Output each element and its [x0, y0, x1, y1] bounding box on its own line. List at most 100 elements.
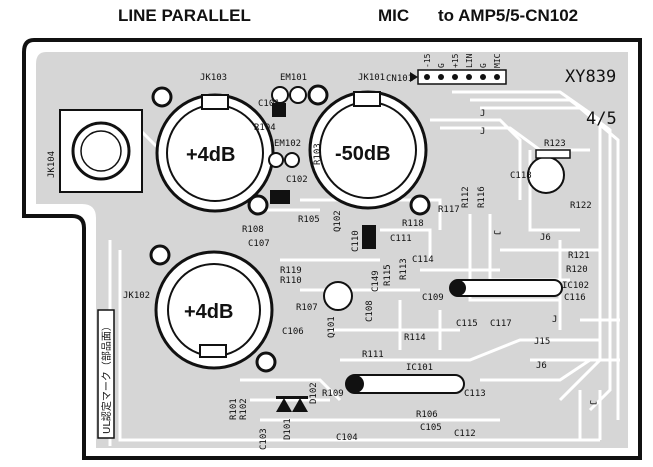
c117-label: C117 — [490, 319, 512, 329]
diode-d102 — [292, 396, 308, 412]
c106-label: C106 — [282, 327, 304, 337]
r117-label: R117 — [438, 205, 460, 215]
r101-label: R101 — [229, 398, 239, 420]
r118-label: R118 — [402, 219, 424, 229]
r123-body — [535, 149, 571, 159]
q101-body — [323, 281, 353, 311]
header-to-amp: to AMP5/5-CN102 — [438, 6, 579, 25]
r108-label: R108 — [242, 225, 264, 235]
c116-label: C116 — [564, 293, 586, 303]
r123-label: R123 — [544, 139, 566, 149]
em101-label: EM101 — [280, 73, 307, 83]
capacitor-labels: C101 C102 C103 C104 C105 C106 C107 C108 … — [248, 99, 586, 450]
jumper-label: J15 — [534, 337, 550, 347]
jumper-labels: J J J J J6 J6 J15 J — [480, 109, 597, 405]
r107-label: R107 — [296, 303, 318, 313]
connector-pin1-marker — [410, 72, 418, 82]
c113-label: C113 — [464, 389, 486, 399]
connector-pin-labels: -15 G +15 LIN G MIC — [423, 53, 502, 68]
pin-label: +15 — [451, 53, 460, 68]
header-line-parallel: LINE PARALLEL — [118, 6, 251, 25]
jk101-gain: -50dB — [335, 143, 391, 165]
r119-label: R119 — [280, 266, 302, 276]
jumper-label: J — [480, 127, 485, 137]
connector-cn101 — [417, 69, 507, 85]
r112-label: R112 — [461, 186, 471, 208]
c105-label: C105 — [420, 423, 442, 433]
d101-label: D101 — [283, 418, 293, 440]
jack-jk102 — [149, 244, 277, 373]
ul-marking: UL認定マーク（部品面） — [100, 321, 113, 434]
pin-label: G — [437, 63, 446, 68]
jumper-label: J6 — [536, 361, 547, 371]
r103-label: R103 — [313, 143, 323, 165]
c112-label: C112 — [454, 429, 476, 439]
d102-label: D102 — [309, 382, 319, 404]
em102-label: EM102 — [274, 139, 301, 149]
ic101-label: IC101 — [406, 363, 433, 373]
em102-block — [268, 152, 300, 168]
jack-jk101 — [307, 84, 431, 216]
jk103-gain: +4dB — [186, 144, 235, 166]
c108-label: C108 — [365, 300, 375, 322]
c118-label: C118 — [510, 171, 532, 181]
r105-label: R105 — [298, 215, 320, 225]
q102-body — [362, 225, 376, 249]
jumper-label: J6 — [540, 233, 551, 243]
diode-d101 — [276, 396, 292, 412]
ic101 — [345, 374, 465, 394]
jumper-label: J — [480, 109, 485, 119]
r114-label: R114 — [404, 333, 426, 343]
c101-label: C101 — [258, 99, 280, 109]
r102-label: R102 — [239, 398, 249, 420]
jumper-label: J — [552, 315, 557, 325]
pin-label: -15 — [423, 53, 432, 68]
jk103-ref: JK103 — [200, 73, 227, 83]
board-id: XY839 — [565, 67, 616, 87]
q101-label: Q101 — [327, 316, 337, 338]
r116-label: R116 — [477, 186, 487, 208]
ul-marking-box — [97, 309, 115, 439]
jk102-ref: JK102 — [123, 291, 150, 301]
r106-label: R106 — [416, 410, 438, 420]
connector-ref: CN101 — [386, 74, 413, 84]
r115-label: R115 — [383, 264, 393, 286]
c149-label: C149 — [371, 270, 381, 292]
connector-pins — [424, 74, 500, 80]
resistor-labels: R101 R102 R103 R104 R105 R106 R107 R108 … — [229, 123, 592, 420]
c111-label: C111 — [390, 234, 412, 244]
c110-label: C110 — [351, 230, 361, 252]
jk101-ref: JK101 — [358, 73, 385, 83]
r120-label: R120 — [566, 265, 588, 275]
pin-label: LIN — [465, 53, 474, 68]
ic102 — [449, 279, 563, 297]
c109-label: C109 — [422, 293, 444, 303]
header-mic: MIC — [378, 6, 410, 25]
r122-label: R122 — [570, 201, 592, 211]
jumper-label: J — [491, 230, 501, 235]
c114-label: C114 — [412, 255, 434, 265]
jack-jk103 — [151, 86, 275, 216]
c102-label: C102 — [286, 175, 308, 185]
pcb-traces — [100, 90, 620, 446]
pin-label: G — [479, 63, 488, 68]
board-page: 4/5 — [586, 109, 617, 129]
c103-label: C103 — [259, 428, 269, 450]
q102-label: Q102 — [333, 210, 343, 232]
c115-label: C115 — [456, 319, 478, 329]
pin-label: MIC — [493, 53, 502, 68]
em101-block — [271, 86, 307, 117]
r111-label: R111 — [362, 350, 384, 360]
r109-label: R109 — [322, 389, 344, 399]
jk104-ref: JK104 — [47, 151, 57, 178]
c104-label: C104 — [336, 433, 358, 443]
c118-body — [527, 156, 565, 194]
jumper-label: J — [587, 400, 597, 405]
r113-label: R113 — [399, 258, 409, 280]
jack-jk104 — [59, 109, 143, 193]
c107-label: C107 — [248, 239, 270, 249]
c102-block — [270, 190, 290, 204]
r121-label: R121 — [568, 251, 590, 261]
jk102-gain: +4dB — [184, 301, 233, 323]
